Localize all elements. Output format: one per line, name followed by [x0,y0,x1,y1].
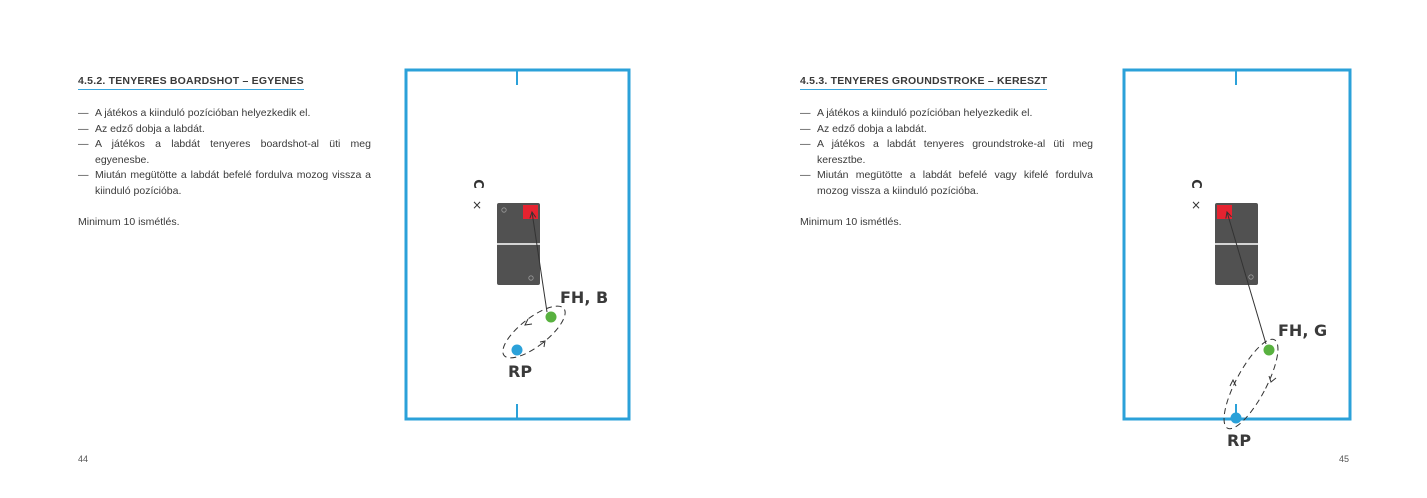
left-step-list: A játékos a kiinduló pozícióban helyezke… [78,106,371,200]
list-item: Miután megütötte a labdát befelé vagy ki… [800,168,1093,199]
start-label: RP [508,362,532,381]
list-item: Az edző dobja a labdát. [800,122,1093,138]
list-item: A játékos a kiinduló pozícióban helyezke… [800,106,1093,122]
list-item: Az edző dobja a labdát. [78,122,371,138]
direction-arrow-icon [1268,375,1277,383]
start-position-dot [1230,412,1242,424]
list-item: A játékos a labdát tenyeres boardshot-al… [78,137,371,168]
movement-path [502,305,566,359]
right-court-diagram: C × FH, G RP [1122,68,1352,450]
left-repetitions: Minimum 10 ismétlés. [78,216,180,228]
shot-trajectory [532,212,548,313]
coach-marker: × [1191,198,1201,212]
list-item: A játékos a labdát tenyeres groundstroke… [800,137,1093,168]
start-label: RP [1227,431,1251,450]
hit-position-dot [545,311,557,323]
target-zone [523,205,538,219]
hit-position-dot [1263,344,1275,356]
left-heading: 4.5.2. TENYERES BOARDSHOT – EGYENES [78,75,304,90]
direction-arrow-icon [524,318,533,326]
ball-icon [501,207,507,213]
hit-label: FH, B [560,288,608,307]
coach-label: C [470,179,485,189]
coach-marker: × [472,198,482,212]
ball-icon [1248,274,1254,280]
shot-trajectory [1227,212,1267,345]
direction-arrow-icon [1229,378,1237,387]
list-item: A játékos a kiinduló pozícióban helyezke… [78,106,371,122]
start-position-dot [511,344,523,356]
ball-icon [528,275,534,281]
movement-path [1223,338,1279,430]
right-step-list: A játékos a kiinduló pozícióban helyezke… [800,106,1093,200]
left-page-number: 44 [78,454,89,464]
right-page-number: 45 [1339,454,1350,464]
direction-arrow-icon [539,340,546,348]
coach-label: C [1188,179,1203,189]
right-repetitions: Minimum 10 ismétlés. [800,216,902,228]
left-court-diagram: C × FH, B RP [404,68,631,421]
list-item: Miután megütötte a labdát befelé fordulv… [78,168,371,199]
right-heading: 4.5.3. TENYERES GROUNDSTROKE – KERESZT [800,75,1048,90]
target-zone [1217,205,1232,219]
hit-label: FH, G [1278,321,1327,340]
